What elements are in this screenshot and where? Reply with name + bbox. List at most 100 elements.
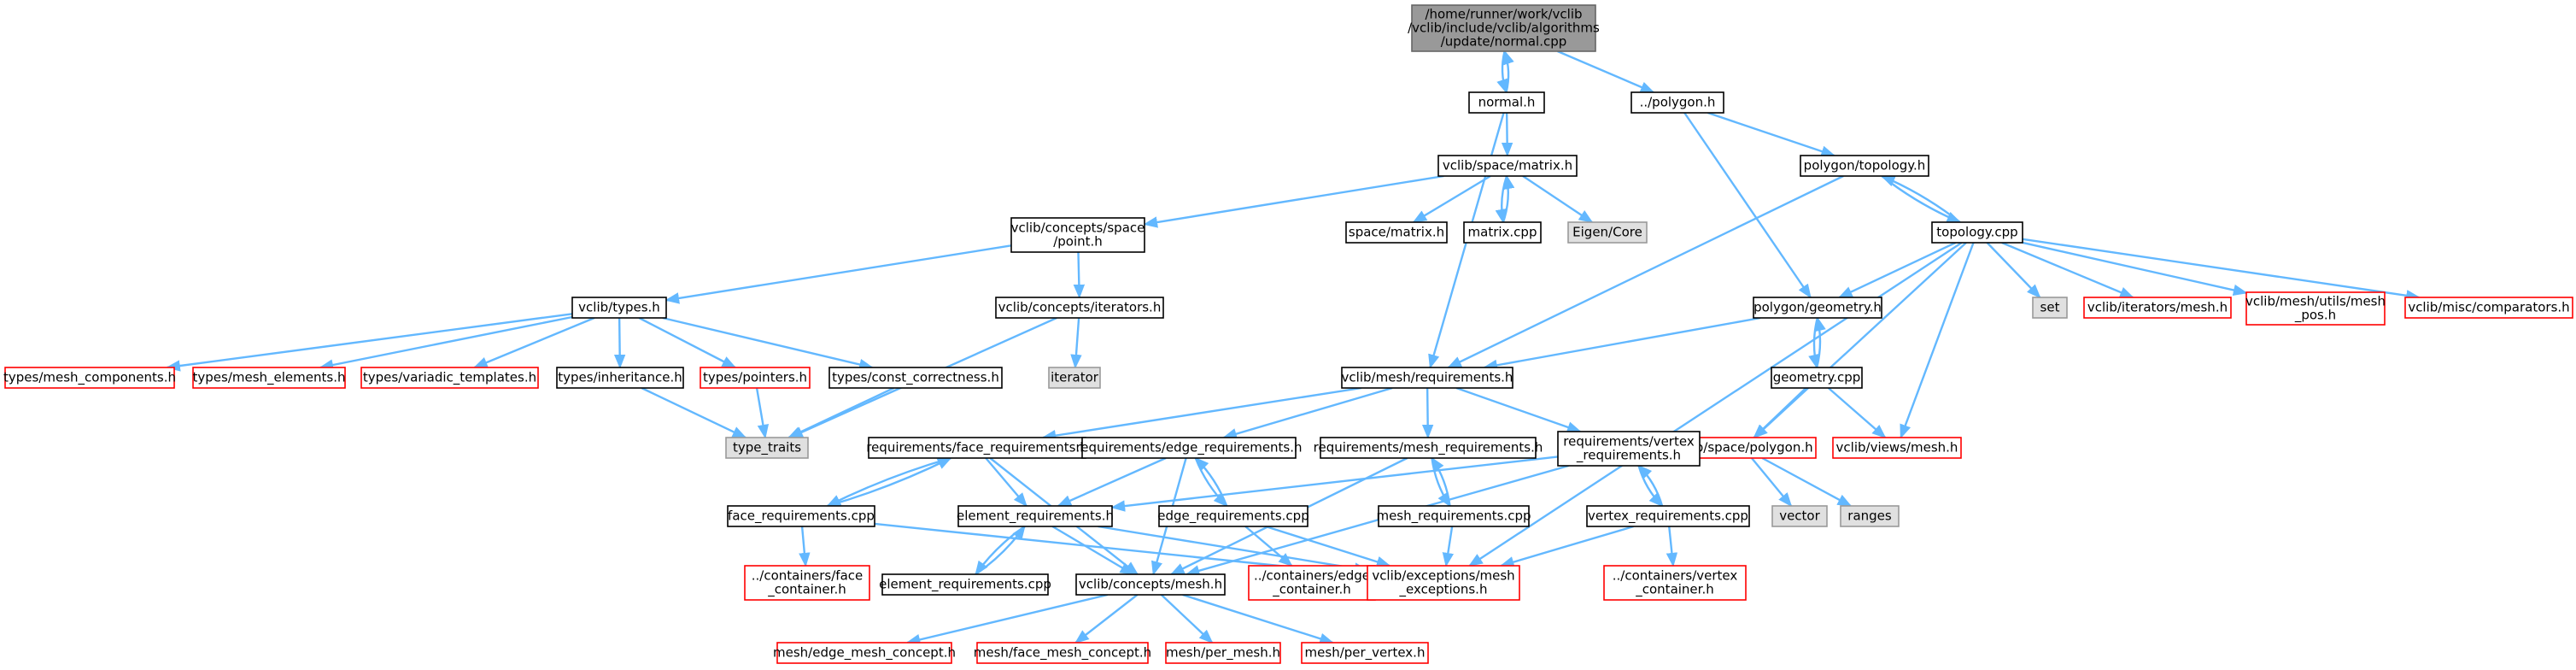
node-element-requirements-h[interactable]: element_requirements.h bbox=[957, 505, 1114, 527]
node-box bbox=[881, 573, 1049, 596]
node-box bbox=[700, 367, 811, 389]
node-exceptions-mesh-exceptions-h[interactable]: vclib/exceptions/mesh_exceptions.h bbox=[1367, 565, 1520, 601]
node-box bbox=[1341, 367, 1513, 389]
node-label: polygon/geometry.h bbox=[1753, 300, 1882, 315]
edge-vclib-space-polygon-h-to-ranges bbox=[1761, 456, 1853, 508]
node-root[interactable]: /home/runner/work/vclib/vclib/include/vc… bbox=[1408, 4, 1600, 52]
edge-polygon-geometry-h-to-mesh-requirements-h bbox=[1483, 316, 1761, 371]
edge-req-vertex-requirements-h-to-vertex-requirements-cpp bbox=[1637, 465, 1664, 508]
node-label: mesh/per_mesh.h bbox=[1166, 645, 1280, 661]
edge-polygon-geometry-h-to-geometry-cpp bbox=[1808, 317, 1820, 369]
node-label: ../containers/face bbox=[752, 568, 863, 584]
node-mesh-utils-mesh-pos-h[interactable]: vclib/mesh/utils/mesh_pos.h bbox=[2245, 291, 2386, 326]
node-req-mesh-requirements-h[interactable]: requirements/mesh_requirements.h bbox=[1314, 437, 1543, 459]
node-type-traits[interactable]: type_traits bbox=[725, 437, 809, 459]
node-box bbox=[1630, 91, 1724, 114]
node-polygon-topology-h[interactable]: polygon/topology.h bbox=[1800, 155, 1929, 177]
node-label: Eigen/Core bbox=[1572, 225, 1642, 240]
node-req-face-requirements-h[interactable]: requirements/face_requirements.h bbox=[866, 437, 1088, 459]
node-geometry-cpp[interactable]: geometry.cpp bbox=[1771, 367, 1863, 389]
node-iterators-mesh-h[interactable]: vclib/iterators/mesh.h bbox=[2083, 297, 2232, 319]
node-mesh-requirements-cpp[interactable]: mesh_requirements.cpp bbox=[1376, 505, 1531, 527]
edge-vclib-types-h-to-types-pointers-h bbox=[638, 316, 737, 369]
node-set[interactable]: set bbox=[2032, 297, 2068, 319]
node-edge-requirements-cpp[interactable]: edge_requirements.cpp bbox=[1157, 505, 1309, 527]
node-concepts-space-point-h[interactable]: vclib/concepts/space/point.h bbox=[1010, 217, 1145, 253]
node-polygon-geometry-h[interactable]: polygon/geometry.h bbox=[1753, 297, 1882, 319]
node-box bbox=[2404, 297, 2573, 319]
node-label: vclib/views/mesh.h bbox=[1836, 440, 1958, 455]
node-iterator[interactable]: iterator bbox=[1048, 367, 1101, 389]
node-label: requirements/face_requirements.h bbox=[866, 440, 1088, 456]
edge-normal-h-to-space-matrix-h bbox=[1501, 112, 1513, 157]
node-mesh-requirements-h[interactable]: vclib/mesh/requirements.h bbox=[1341, 367, 1513, 389]
edge-concepts-mesh-h-to-mesh-face-mesh-concept-h bbox=[1074, 594, 1139, 644]
edge-polygon-h-to-polygon-geometry-h bbox=[1683, 112, 1812, 299]
edge-vclib-types-h-to-types-const-correctness-h bbox=[662, 316, 874, 371]
node-containers-vertex-container-h[interactable]: ../containers/vertex_container.h bbox=[1603, 565, 1747, 601]
node-label: matrix.cpp bbox=[1468, 225, 1537, 240]
node-vclib-views-mesh-h[interactable]: vclib/views/mesh.h bbox=[1832, 437, 1962, 459]
node-mesh-per-vertex-h[interactable]: mesh/per_vertex.h bbox=[1301, 642, 1429, 664]
edge-mesh-requirements-h-to-req-mesh-requirements-h bbox=[1421, 387, 1434, 439]
node-req-edge-requirements-h[interactable]: requirements/edge_requirements.h bbox=[1075, 437, 1303, 459]
edge-space-matrix-h-to-space-matrix-h2 bbox=[1412, 174, 1491, 224]
node-element-requirements-cpp[interactable]: element_requirements.cpp bbox=[879, 573, 1051, 596]
node-types-mesh-elements-h[interactable]: types/mesh_elements.h bbox=[192, 367, 346, 389]
node-label: vclib/mesh/utils/mesh bbox=[2245, 294, 2386, 309]
node-req-vertex-requirements-h[interactable]: requirements/vertex_requirements.h bbox=[1557, 431, 1701, 467]
node-eigen-core[interactable]: Eigen/Core bbox=[1567, 221, 1648, 244]
node-label: vclib/space/polygon.h bbox=[1673, 440, 1812, 455]
edge-topology-cpp-to-set bbox=[1986, 242, 2041, 299]
edge-face-requirements-cpp-to-containers-face-container-h bbox=[799, 526, 811, 567]
edge-mesh-requirements-h-to-req-vertex-requirements-h bbox=[1455, 386, 1582, 433]
edge-mesh-requirements-h-to-req-edge-requirements-h bbox=[1222, 386, 1393, 440]
node-matrix-cpp[interactable]: matrix.cpp bbox=[1463, 221, 1542, 244]
node-vclib-types-h[interactable]: vclib/types.h bbox=[571, 297, 667, 319]
edge-element-requirements-h-to-exceptions-mesh-exceptions-h bbox=[1098, 525, 1369, 574]
node-concepts-iterators-h[interactable]: vclib/concepts/iterators.h bbox=[995, 297, 1164, 319]
edge-mesh-requirements-cpp-to-req-mesh-requirements-h bbox=[1431, 456, 1451, 507]
edge-edge-requirements-cpp-to-exceptions-mesh-exceptions-h bbox=[1265, 525, 1391, 567]
node-space-matrix-h[interactable]: vclib/space/matrix.h bbox=[1437, 155, 1578, 177]
edge-matrix-cpp-to-space-matrix-h bbox=[1502, 174, 1515, 223]
node-types-pointers-h[interactable]: types/pointers.h bbox=[700, 367, 811, 389]
node-label: types/const_correctness.h bbox=[832, 370, 999, 386]
edge-topology-cpp-to-vclib-views-mesh-h bbox=[1900, 242, 1975, 439]
node-label: /vclib/include/vclib/algorithms bbox=[1408, 21, 1600, 36]
node-types-mesh-components-h[interactable]: types/mesh_components.h bbox=[3, 367, 176, 389]
node-label: type_traits bbox=[733, 440, 801, 456]
node-ranges[interactable]: ranges bbox=[1840, 505, 1900, 527]
node-mesh-edge-mesh-concept-h[interactable]: mesh/edge_mesh_concept.h bbox=[773, 642, 956, 664]
node-label: _exceptions.h bbox=[1399, 582, 1488, 598]
edge-req-face-requirements-h-to-face-requirements-cpp bbox=[826, 456, 951, 508]
node-containers-face-container-h[interactable]: ../containers/face_container.h bbox=[744, 565, 870, 601]
node-box bbox=[1931, 221, 2023, 244]
node-label: polygon/topology.h bbox=[1804, 158, 1926, 173]
node-face-requirements-cpp[interactable]: face_requirements.cpp bbox=[727, 505, 875, 527]
edge-normal-h-to-root bbox=[1503, 50, 1514, 93]
edge-req-mesh-requirements-h-to-mesh-requirements-cpp bbox=[1431, 457, 1451, 508]
node-vertex-requirements-cpp[interactable]: vertex_requirements.cpp bbox=[1586, 505, 1750, 527]
node-concepts-mesh-h[interactable]: vclib/concepts/mesh.h bbox=[1075, 573, 1226, 596]
node-mesh-face-mesh-concept-h[interactable]: mesh/face_mesh_concept.h bbox=[974, 642, 1151, 664]
node-types-const-correctness-h[interactable]: types/const_correctness.h bbox=[828, 367, 1003, 389]
node-polygon-h[interactable]: ../polygon.h bbox=[1630, 91, 1724, 114]
node-types-variadic-templates-h[interactable]: types/variadic_templates.h bbox=[360, 367, 539, 389]
edge-topology-cpp-to-exceptions-mesh-exceptions-h bbox=[1468, 241, 1963, 567]
node-normal-h[interactable]: normal.h bbox=[1468, 91, 1545, 114]
node-topology-cpp[interactable]: topology.cpp bbox=[1931, 221, 2023, 244]
node-mesh-per-mesh-h[interactable]: mesh/per_mesh.h bbox=[1165, 642, 1281, 664]
edge-root-to-polygon-h bbox=[1557, 50, 1655, 94]
node-box bbox=[4, 367, 175, 389]
node-vector[interactable]: vector bbox=[1771, 505, 1828, 527]
node-box bbox=[1048, 367, 1101, 389]
node-space-matrix-h2[interactable]: space/matrix.h bbox=[1345, 221, 1448, 244]
node-types-inheritance-h[interactable]: types/inheritance.h bbox=[556, 367, 684, 389]
node-containers-edge-container-h[interactable]: ../containers/edge_container.h bbox=[1248, 565, 1376, 601]
edge-types-pointers-h-to-type-traits bbox=[755, 387, 770, 439]
node-box bbox=[1567, 221, 1648, 244]
node-box bbox=[995, 297, 1164, 319]
node-misc-comparators-h[interactable]: vclib/misc/comparators.h bbox=[2404, 297, 2573, 319]
edge-polygon-h-to-polygon-topology-h bbox=[1707, 111, 1836, 157]
